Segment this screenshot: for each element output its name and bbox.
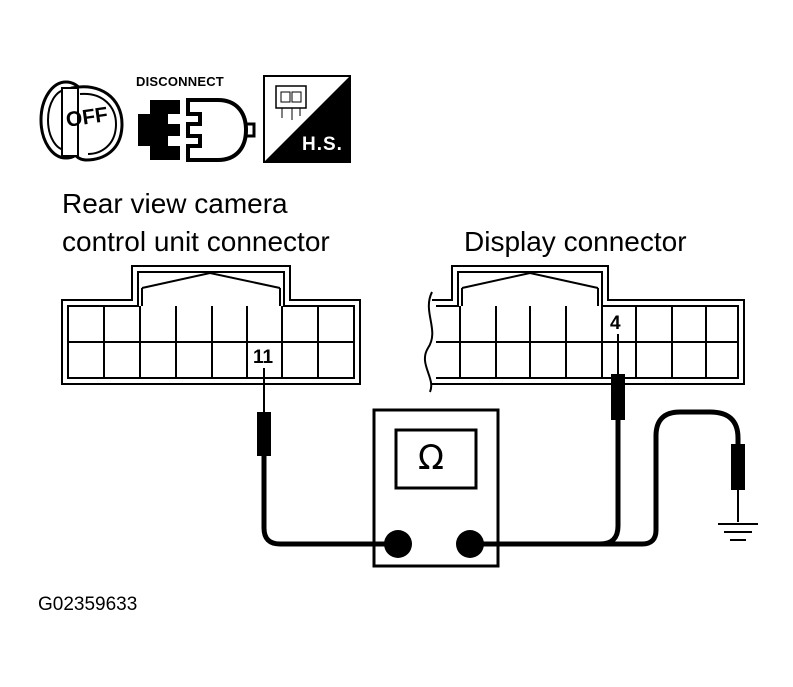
harness-side-icon — [263, 75, 351, 163]
ohm-symbol: Ω — [418, 438, 444, 478]
disconnect-label: DISCONNECT — [136, 74, 224, 89]
disconnect-icon — [138, 98, 256, 162]
right-connector — [423, 265, 745, 393]
left-connector — [61, 265, 361, 385]
ohmmeter — [372, 408, 500, 568]
harness-side-label: H.S. — [302, 134, 343, 155]
figure-code: G02359633 — [38, 594, 138, 615]
left-connector-title-line2: control unit connector — [62, 226, 330, 257]
left-connector-title-line1: Rear view camera — [62, 188, 288, 219]
right-pin-number: 4 — [608, 313, 623, 334]
right-connector-title: Display connector — [464, 226, 687, 257]
left-probe — [257, 360, 398, 547]
ignition-off-icon — [39, 80, 124, 162]
ground-lead — [600, 409, 745, 547]
ground-icon — [718, 523, 758, 541]
left-pin-number: 11 — [251, 347, 276, 368]
